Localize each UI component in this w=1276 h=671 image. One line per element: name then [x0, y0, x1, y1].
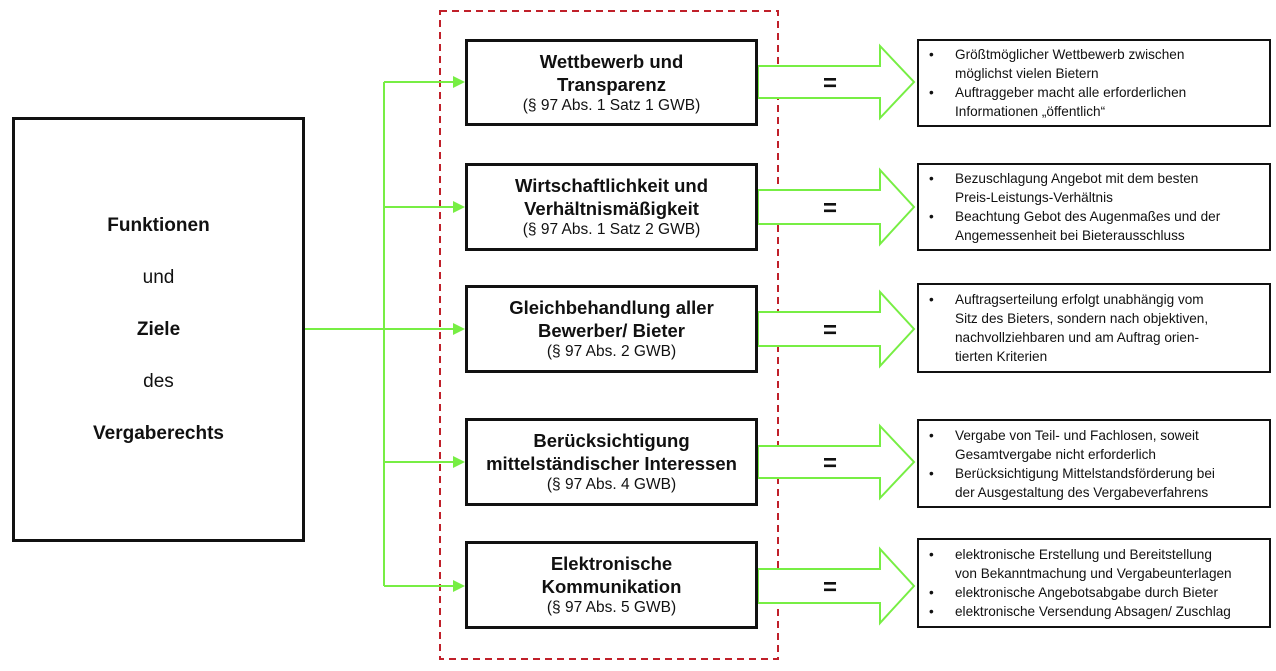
bullet-symbol: • — [929, 547, 934, 562]
big-arrow-1 — [757, 43, 916, 121]
description-box-e-communication: • elektronische Erstellung und Bereitstel… — [917, 538, 1271, 628]
bullet-symbol: • — [929, 427, 934, 443]
equals-sign: = — [822, 450, 837, 477]
principle-legal-reference: (§ 97 Abs. 4 GWB) — [546, 476, 677, 493]
principle-title-line: Gleichbehandlung aller — [509, 297, 714, 318]
equals-sign: = — [822, 317, 837, 344]
main-concept-box: Funktionen und Ziele des Vergaberechts — [12, 117, 305, 542]
connector-arrowhead-2 — [453, 201, 465, 213]
big-arrow-3 — [757, 289, 916, 369]
bullet-symbol: • — [929, 465, 934, 481]
bullet-text: Auftraggeber macht alle erforderlichen I… — [955, 85, 1187, 119]
principle-box-economy: Wirtschaftlichkeit und Verhältnismäßigke… — [465, 163, 758, 251]
connector-arrowhead-4 — [453, 456, 465, 468]
main-line-goals: Ziele — [136, 318, 181, 340]
big-arrow-5 — [757, 546, 916, 626]
connector-arrowhead-3 — [453, 323, 465, 335]
description-bullet: • Vergabe von Teil- und Fachlosen, soweit… — [927, 426, 1263, 464]
description-bullet: • Auftragserteilung erfolgt unabhängig vo… — [927, 290, 1263, 366]
description-bullet: • Bezuschlagung Angebot mit dem besten Pr… — [927, 169, 1263, 207]
principle-title-line: Berücksichtigung — [533, 430, 690, 451]
main-line-procurement-law: Vergaberechts — [93, 422, 224, 444]
principle-legal-reference: (§ 97 Abs. 1 Satz 2 GWB) — [522, 221, 701, 238]
principle-box-e-communication: Elektronische Kommunikation (§ 97 Abs. 5… — [465, 541, 758, 629]
bullet-symbol: • — [929, 47, 934, 62]
big-arrow-2 — [757, 167, 916, 247]
description-box-economy: • Bezuschlagung Angebot mit dem besten Pr… — [917, 163, 1271, 251]
description-bullet: • Beachtung Gebot des Augenmaßes und der … — [927, 207, 1263, 245]
bullet-text: Größtmöglicher Wettbewerb zwischen mögli… — [955, 47, 1185, 81]
principle-title-line: Wettbewerb und — [539, 50, 684, 72]
description-box-competition: • Größtmöglicher Wettbewerb zwischen mögl… — [917, 39, 1271, 127]
main-line-of: des — [143, 370, 174, 392]
principle-title-line: Transparenz — [557, 73, 666, 95]
description-bullet: • elektronische Versendung Absagen/ Zusch… — [927, 602, 1263, 621]
principle-legal-reference: (§ 97 Abs. 2 GWB) — [546, 343, 677, 360]
principle-title-line: mittelständischer Interessen — [486, 453, 737, 474]
principle-title-line: Verhältnismäßigkeit — [524, 198, 699, 219]
main-line-functions: Funktionen — [107, 214, 210, 236]
equals-sign: = — [822, 70, 837, 97]
description-bullet: • elektronische Angebotsabgabe durch Biet… — [927, 583, 1263, 602]
bullet-text: Beachtung Gebot des Augenmaßes und der A… — [955, 209, 1221, 243]
connector-arrowhead-5 — [453, 580, 465, 592]
bullet-text: elektronische Angebotsabgabe durch Biete… — [955, 585, 1218, 600]
description-list: • Auftragserteilung erfolgt unabhängig vo… — [927, 290, 1263, 366]
bullet-text: elektronische Versendung Absagen/ Zuschl… — [955, 604, 1231, 619]
bullet-symbol: • — [929, 292, 934, 307]
description-box-equal-treatment: • Auftragserteilung erfolgt unabhängig vo… — [917, 283, 1271, 373]
bullet-symbol: • — [929, 85, 934, 100]
connector-arrowhead-1 — [453, 76, 465, 88]
principle-legal-reference: (§ 97 Abs. 5 GWB) — [546, 599, 677, 616]
principle-title-line: Wirtschaftlichkeit und — [514, 175, 709, 196]
principle-legal-reference: (§ 97 Abs. 1 Satz 1 GWB) — [522, 96, 701, 114]
description-bullet: • Auftraggeber macht alle erforderlichen … — [927, 83, 1263, 121]
bullet-text: Bezuschlagung Angebot mit dem besten Pre… — [955, 171, 1199, 205]
description-bullet: • Größtmöglicher Wettbewerb zwischen mögl… — [927, 45, 1263, 83]
bullet-text: elektronische Erstellung und Bereitstell… — [955, 547, 1232, 581]
equals-sign: = — [822, 195, 837, 222]
bullet-symbol: • — [929, 604, 934, 619]
description-bullet: • elektronische Erstellung und Bereitstel… — [927, 545, 1263, 583]
description-list: • Vergabe von Teil- und Fachlosen, soweit… — [927, 426, 1263, 502]
principle-title-line: Bewerber/ Bieter — [537, 320, 686, 341]
big-arrow-4 — [757, 423, 916, 501]
main-line-and: und — [142, 266, 175, 288]
principle-title-line: Elektronische — [550, 553, 673, 574]
description-bullet: • Berücksichtigung Mittelstandsförderung … — [927, 464, 1263, 502]
principle-box-equal-treatment: Gleichbehandlung aller Bewerber/ Bieter … — [465, 285, 758, 373]
description-list: • elektronische Erstellung und Bereitstel… — [927, 545, 1263, 621]
principle-box-competition: Wettbewerb und Transparenz (§ 97 Abs. 1 … — [465, 39, 758, 126]
bullet-text: Berücksichtigung Mittelstandsförderung b… — [955, 465, 1215, 500]
principle-box-smes: Berücksichtigung mittelständischer Inter… — [465, 418, 758, 506]
bullet-text: Vergabe von Teil- und Fachlosen, soweit … — [955, 427, 1199, 462]
bullet-symbol: • — [929, 209, 934, 224]
bullet-text: Auftragserteilung erfolgt unabhängig vom… — [955, 292, 1209, 364]
bullet-symbol: • — [929, 171, 934, 186]
principle-title-line: Kommunikation — [541, 576, 682, 597]
description-list: • Größtmöglicher Wettbewerb zwischen mögl… — [927, 45, 1263, 121]
description-box-smes: • Vergabe von Teil- und Fachlosen, soweit… — [917, 419, 1271, 508]
equals-sign: = — [822, 574, 837, 601]
bullet-symbol: • — [929, 585, 934, 600]
description-list: • Bezuschlagung Angebot mit dem besten Pr… — [927, 169, 1263, 245]
